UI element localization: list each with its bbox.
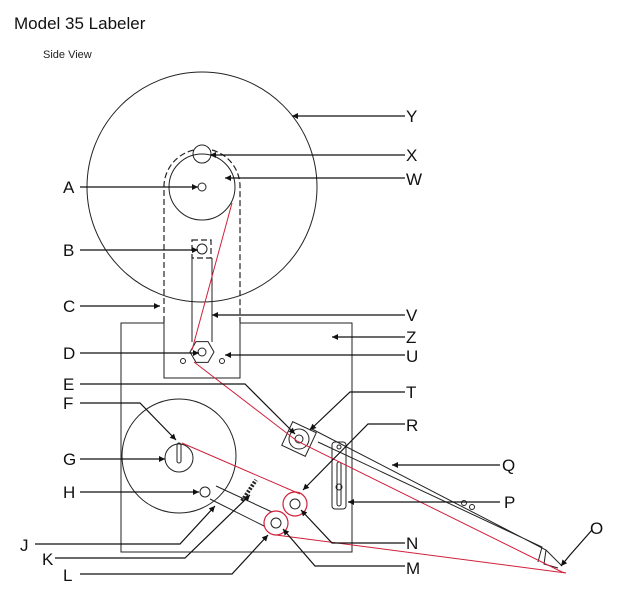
plate-screw-2 xyxy=(469,504,475,510)
label-D: D xyxy=(63,344,75,363)
slot-screw xyxy=(335,483,343,491)
rewind-wheel-J xyxy=(121,398,237,514)
peel-plate-Q xyxy=(309,427,563,569)
label-J: J xyxy=(20,536,29,555)
label-G: G xyxy=(63,450,76,469)
roller-bracket-T xyxy=(281,421,317,457)
label-Y: Y xyxy=(406,107,417,126)
label-X: X xyxy=(406,146,417,165)
slot-bracket-P xyxy=(331,441,347,510)
housing-C xyxy=(163,322,241,379)
slot-screw-top xyxy=(336,444,342,450)
label-R: R xyxy=(406,416,418,435)
frame-Z xyxy=(120,322,353,553)
label-O: O xyxy=(590,519,603,538)
label-F: F xyxy=(63,394,73,413)
label-T: T xyxy=(406,383,416,402)
label-B: B xyxy=(63,241,74,260)
hub-axle-A xyxy=(197,182,207,192)
lower-arm xyxy=(209,485,273,528)
label-M: M xyxy=(406,559,420,578)
support-arm-outline-dashed xyxy=(163,149,241,322)
label-H: H xyxy=(63,483,75,502)
label-W: W xyxy=(406,170,422,189)
label-P: P xyxy=(504,493,515,512)
label-Z: Z xyxy=(406,328,416,347)
label-web-path xyxy=(181,202,567,574)
spring-K xyxy=(240,478,258,503)
label-A: A xyxy=(63,178,75,197)
pivot-H xyxy=(199,486,211,498)
nut-hole-D xyxy=(197,347,207,357)
label-Q: Q xyxy=(502,456,515,475)
screw-U-right xyxy=(219,358,225,364)
nut-D xyxy=(189,341,215,363)
plate-screw-1 xyxy=(461,500,467,506)
bracket-pin-B xyxy=(196,243,208,255)
label-C: C xyxy=(63,297,75,316)
roller-M-axle xyxy=(270,517,282,529)
hub-slot-F xyxy=(176,442,182,464)
label-K: K xyxy=(42,550,54,569)
rewind-hub-G xyxy=(164,443,194,473)
label-N: N xyxy=(406,534,418,553)
leader-lines xyxy=(35,113,593,575)
label-U: U xyxy=(406,347,418,366)
diagram-subtitle: Side View xyxy=(43,49,92,61)
label-V: V xyxy=(406,306,418,325)
diagram-title: Model 35 Labeler xyxy=(14,14,146,33)
bracket-B-dashed xyxy=(191,239,212,259)
inner-arm-V xyxy=(191,258,213,342)
guide-roller-E xyxy=(288,428,310,450)
roller-N-axle xyxy=(289,498,301,510)
screw-U-left xyxy=(180,358,186,364)
label-E: E xyxy=(63,375,74,394)
label-L: L xyxy=(63,566,72,585)
